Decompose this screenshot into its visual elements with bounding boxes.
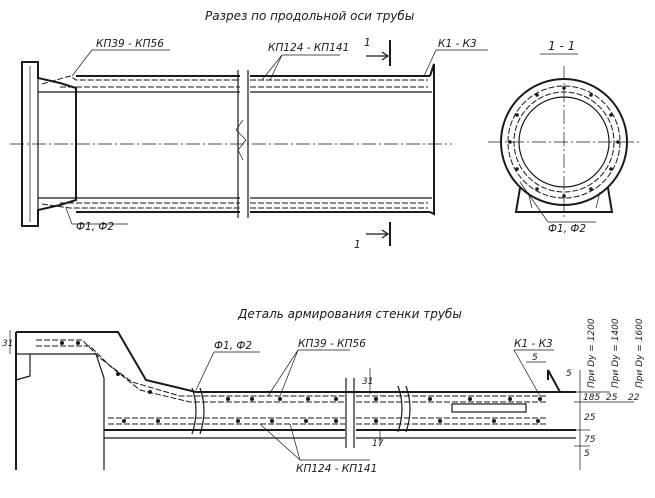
detail-rebar-dots bbox=[60, 341, 542, 423]
break-symbol bbox=[235, 119, 247, 161]
dim-75: 75 bbox=[584, 435, 596, 445]
dim-17: 17 bbox=[372, 439, 384, 449]
pipe-inner-circle bbox=[518, 96, 610, 188]
pipe-foot bbox=[514, 187, 614, 213]
longitudinal-section-title: Разрез по продольной оси трубы bbox=[205, 9, 414, 23]
dim-5-right: 5 bbox=[566, 369, 572, 379]
detail-title: Деталь армирования стенки трубы bbox=[237, 307, 462, 321]
dim-31-mid: 31 bbox=[362, 377, 373, 387]
pipe-spigot-end bbox=[429, 63, 435, 216]
cross-section-title: 1 - 1 bbox=[548, 39, 575, 53]
dim-5-top: 5 bbox=[532, 353, 538, 363]
label-f1-f2: Ф1, Ф2 bbox=[76, 221, 114, 233]
pipe-socket-end bbox=[21, 61, 77, 227]
dim-5-bottom: 5 bbox=[584, 449, 590, 459]
detail-label-f1-f2: Ф1, Ф2 bbox=[214, 340, 252, 352]
note-dy-1600: При Dу = 1600 bbox=[635, 318, 645, 388]
detail-label-kp39-kp56: КП39 - КП56 bbox=[298, 338, 366, 350]
rebar-dots bbox=[508, 86, 620, 198]
note-dy-1400: При Dу = 1400 bbox=[611, 318, 621, 388]
label-kp39-kp56: КП39 - КП56 bbox=[96, 38, 164, 50]
dim-25-a: 25 bbox=[606, 393, 618, 403]
longitudinal-section: Разрез по продольной оси трубы bbox=[10, 9, 488, 251]
dim-185: 185 bbox=[583, 393, 600, 403]
label-kp124-kp141: КП124 - КП141 bbox=[268, 42, 349, 54]
detail-label-kp124-kp141: КП124 - КП141 bbox=[296, 463, 377, 475]
cut-label-bottom: 1 bbox=[354, 239, 361, 251]
pipe-outer-circle bbox=[500, 78, 628, 206]
cut-label-top: 1 bbox=[364, 37, 371, 49]
dim-31-left: 31 bbox=[2, 339, 13, 349]
label-k1-k3: К1 - К3 bbox=[438, 38, 477, 50]
dim-25-b: 25 bbox=[584, 413, 596, 423]
stirrups bbox=[191, 385, 411, 435]
reinforcement-detail: Деталь армирования стенки трубы bbox=[2, 307, 645, 475]
note-dy-1200: При Dу = 1200 bbox=[587, 318, 597, 388]
detail-label-k1-k3: К1 - К3 bbox=[514, 338, 553, 350]
cross-label-f1-f2: Ф1, Ф2 bbox=[548, 223, 586, 235]
cross-section: 1 - 1 Ф1, Ф2 bbox=[488, 39, 640, 235]
dim-22: 22 bbox=[628, 393, 640, 403]
